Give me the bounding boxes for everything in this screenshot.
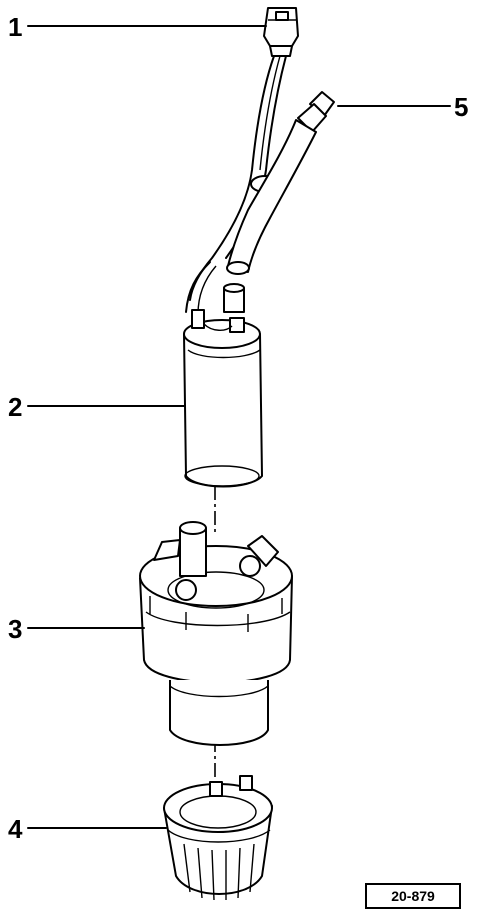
part-4-filter-strainer xyxy=(163,775,273,901)
part-3-pump-holder xyxy=(139,521,293,746)
reference-code: 20-879 xyxy=(391,888,435,904)
callout-3: 3 xyxy=(8,614,22,644)
callout-1: 1 xyxy=(8,12,22,42)
callout-4: 4 xyxy=(8,814,23,844)
part-2-fuel-pump xyxy=(183,309,263,488)
reference-code-box: 20-879 xyxy=(365,883,461,909)
leader-lines xyxy=(27,25,451,829)
part-5-fuel-hose xyxy=(223,91,335,313)
callout-2: 2 xyxy=(8,392,22,422)
callout-5: 5 xyxy=(454,92,468,122)
